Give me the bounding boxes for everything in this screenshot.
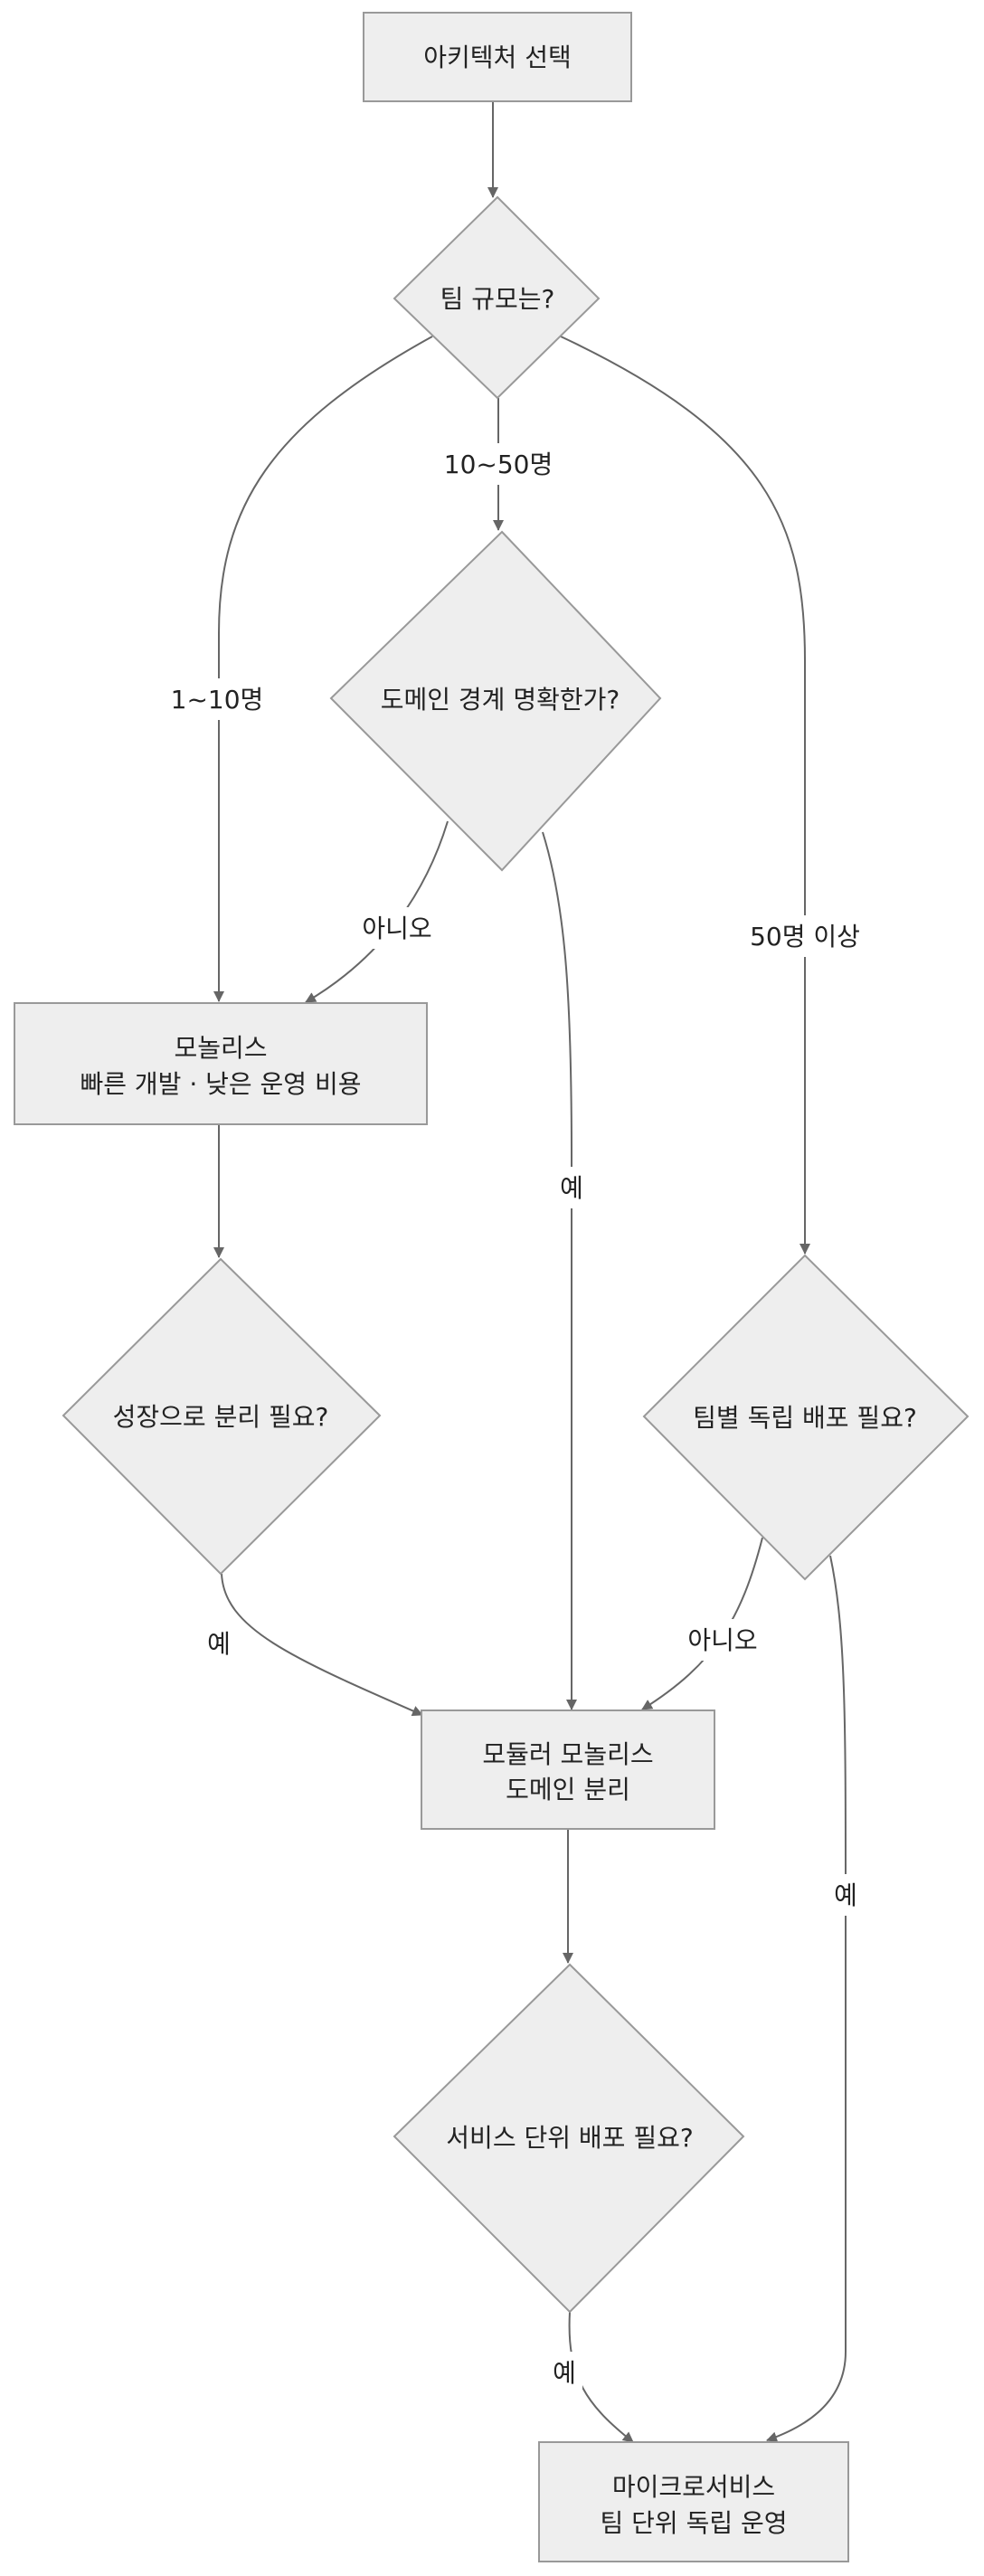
node-modular: 모듈러 모놀리스 도메인 분리 — [421, 1709, 715, 1830]
edge-label-service-yes: 예 — [546, 2352, 582, 2393]
node-domain-clear: 도메인 경계 명확한가? — [329, 530, 662, 872]
svg-text:서비스 단위 배포 필요?: 서비스 단위 배포 필요? — [446, 2123, 693, 2153]
svg-text:팀 단위 독립 운영: 팀 단위 독립 운영 — [600, 2508, 787, 2538]
svg-text:예: 예 — [553, 2358, 576, 2388]
edge-label-domain-no: 아니오 — [358, 907, 436, 949]
nodes: 아키텍처 선택 팀 규모는? 도메인 경계 명확한가? 모놀리스 빠른 개발 ·… — [14, 12, 970, 2562]
svg-text:모놀리스: 모놀리스 — [174, 1033, 267, 1063]
edge-label-size-medium: 10~50명 — [440, 443, 557, 485]
edge-label-size-small: 1~10명 — [163, 678, 271, 720]
edge-label-team-no: 아니오 — [684, 1619, 762, 1661]
edge-domain-yes — [542, 831, 577, 1710]
svg-text:팀별 독립 배포 필요?: 팀별 독립 배포 필요? — [693, 1403, 917, 1433]
svg-text:빠른 개발 · 낮은 운영 비용: 빠른 개발 · 낮은 운영 비용 — [80, 1069, 361, 1099]
edge-growth-yes — [221, 1573, 423, 1717]
svg-text:도메인 경계 명확한가?: 도메인 경계 명확한가? — [381, 685, 620, 715]
svg-text:성장으로 분리 필요?: 성장으로 분리 필요? — [113, 1402, 329, 1432]
edge-team-yes — [766, 1555, 847, 2443]
svg-text:아키텍처 선택: 아키텍처 선택 — [423, 43, 571, 72]
edge-team-size-small — [213, 336, 433, 1002]
node-monolith: 모놀리스 빠른 개발 · 낮은 운영 비용 — [14, 1002, 428, 1125]
svg-text:팀 규모는?: 팀 규모는? — [440, 284, 555, 314]
svg-text:예: 예 — [207, 1629, 231, 1659]
node-service-deploy: 서비스 단위 배포 필요? — [393, 1963, 745, 2314]
node-team-deploy: 팀별 독립 배포 필요? — [642, 1254, 970, 1581]
node-growth-split: 성장으로 분리 필요? — [62, 1257, 382, 1576]
svg-text:10~50명: 10~50명 — [444, 450, 553, 479]
svg-text:아니오: 아니오 — [687, 1625, 757, 1655]
node-microservices: 마이크로서비스 팀 단위 독립 운영 — [538, 2441, 849, 2562]
node-team-size: 팀 규모는? — [393, 195, 601, 400]
edge-labels: 1~10명 10~50명 50명 이상 아니오 예 예 아니오 예 — [163, 443, 875, 2393]
svg-text:예: 예 — [560, 1173, 583, 1203]
svg-text:예: 예 — [834, 1880, 857, 1910]
svg-text:도메인 분리: 도메인 분리 — [506, 1775, 630, 1804]
edge-label-domain-yes: 예 — [554, 1167, 590, 1208]
edge-label-team-yes: 예 — [828, 1874, 864, 1916]
node-start: 아키텍처 선택 — [363, 12, 632, 102]
edge-service-yes — [568, 2311, 634, 2443]
svg-text:50명 이상: 50명 이상 — [750, 922, 860, 952]
svg-text:아니오: 아니오 — [362, 914, 431, 943]
edge-label-growth-yes: 예 — [201, 1623, 237, 1664]
edge-team-size-large — [560, 336, 810, 1255]
svg-text:마이크로서비스: 마이크로서비스 — [612, 2472, 775, 2502]
edge-label-size-large: 50명 이상 — [734, 915, 875, 957]
svg-text:1~10명: 1~10명 — [171, 685, 264, 715]
svg-text:모듈러 모놀리스: 모듈러 모놀리스 — [482, 1739, 653, 1769]
